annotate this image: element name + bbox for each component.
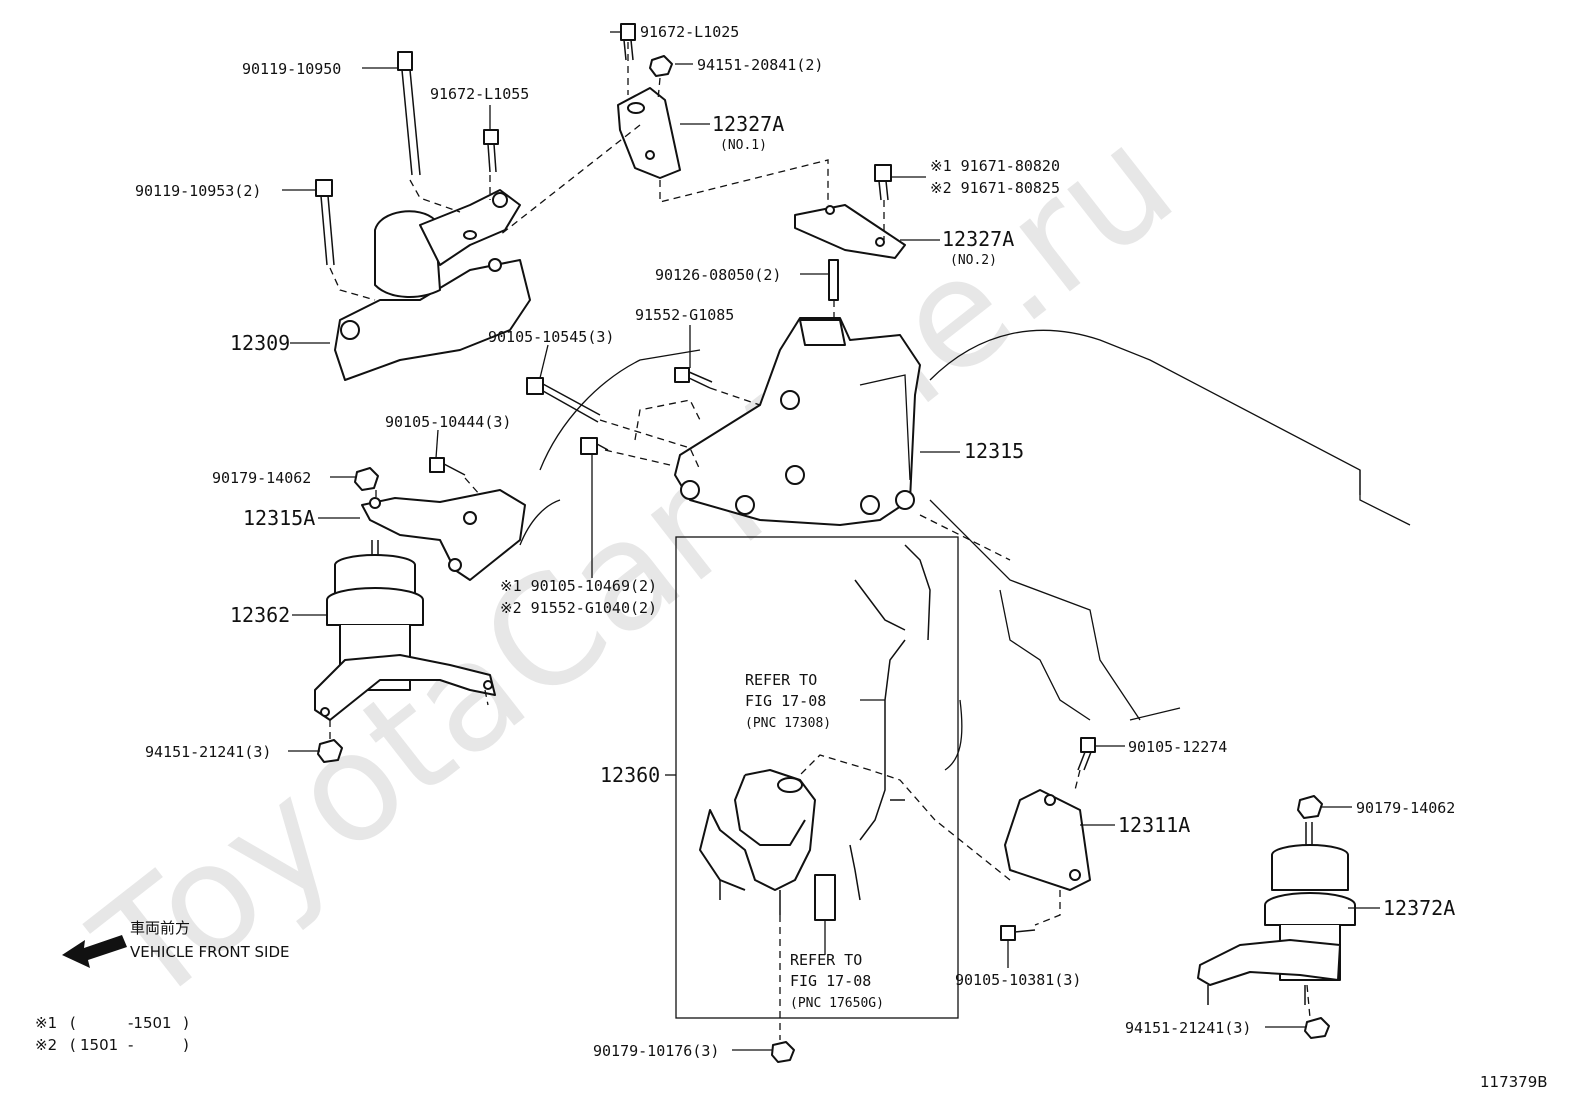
- label-91672-L1055: 91672-L1055: [430, 85, 529, 103]
- footnote-1-open: (: [70, 1014, 76, 1032]
- footnote-2-open: (: [70, 1036, 76, 1054]
- label-12311A: 12311A: [1118, 813, 1190, 837]
- footnote-2-close: ): [183, 1036, 189, 1054]
- bracket-12327A-no2: [794, 204, 906, 259]
- part-labels: 91672-L1025 94151-20841(2) 90119-10950 9…: [135, 23, 1455, 1060]
- footnotes: ※1 ( -1501 ) ※2 ( 1501 - ): [35, 1014, 189, 1054]
- mount-12309: [334, 189, 531, 381]
- label-ref1-line1: REFER TO: [745, 671, 817, 689]
- bolt-91552-G1085: [674, 367, 713, 389]
- nut-94151-20841: [649, 55, 673, 77]
- label-90105-10381: 90105-10381(3): [955, 971, 1081, 989]
- label-ref2-line1: REFER TO: [790, 951, 862, 969]
- label-94151-21241-right: 94151-21241(3): [1125, 1019, 1251, 1037]
- label-ref2-line3: (PNC 17650G): [790, 996, 884, 1011]
- assembly-12360-box: [675, 536, 959, 1019]
- vehicle-front-arrow-icon: [62, 935, 127, 968]
- label-91552-G1085: 91552-G1085: [635, 306, 734, 324]
- bolt-90105-10381: [1000, 925, 1036, 941]
- label-91671-80825: ※2 91671-80825: [930, 179, 1060, 197]
- footnote-2-from: 1501: [80, 1036, 118, 1054]
- label-12327A-no1: 12327A: [712, 112, 784, 136]
- label-12360: 12360: [600, 763, 660, 787]
- label-12327A-no2-sub: (NO.2): [950, 253, 997, 268]
- label-12315A: 12315A: [243, 506, 315, 530]
- label-ref2-line2: FIG 17-08: [790, 972, 871, 990]
- footnote-1-mark: ※1: [35, 1014, 57, 1032]
- label-90105-10545: 90105-10545(3): [488, 328, 614, 346]
- nut-90179-14062-left: [354, 467, 379, 491]
- vehicle-front-label-jp: 車両前方: [130, 919, 190, 937]
- label-90119-10950: 90119-10950: [242, 60, 341, 78]
- leader-lines: [282, 31, 1380, 1051]
- bracket-12311A: [1004, 789, 1091, 891]
- label-12372A: 12372A: [1383, 896, 1455, 920]
- label-91671-80820: ※1 91671-80820: [930, 157, 1060, 175]
- label-12362: 12362: [230, 603, 290, 627]
- nut-94151-21241-right: [1304, 1017, 1330, 1039]
- label-90119-10953: 90119-10953(2): [135, 182, 261, 200]
- label-90105-10469: ※1 90105-10469(2): [500, 577, 657, 595]
- label-94151-21241-left: 94151-21241(3): [145, 743, 271, 761]
- engine-outline: [519, 329, 1411, 771]
- nut-90179-10176: [771, 1041, 795, 1063]
- label-ref1-line3: (PNC 17308): [745, 716, 831, 731]
- footnote-2-to: -: [128, 1036, 133, 1054]
- footnote-1-to: -1501: [128, 1014, 172, 1032]
- label-12327A-no2: 12327A: [942, 227, 1014, 251]
- bracket-12327A-no1: [617, 87, 681, 179]
- label-12327A-no1-sub: (NO.1): [720, 138, 767, 153]
- stud-90126-08050: [828, 259, 839, 301]
- bolt-90105-10545: [526, 377, 601, 423]
- label-12309: 12309: [230, 331, 290, 355]
- label-94151-20841: 94151-20841(2): [697, 56, 823, 74]
- bolt-90105-10444: [429, 457, 466, 476]
- bolt-90105-12274: [1077, 737, 1096, 771]
- label-90179-10176: 90179-10176(3): [593, 1042, 719, 1060]
- label-ref1-line2: FIG 17-08: [745, 692, 826, 710]
- bolt-90105-10469: [580, 437, 609, 455]
- footnote-1-close: ): [183, 1014, 189, 1032]
- bolt-90119-10953: [315, 179, 335, 266]
- bolt-90119-10950: [397, 51, 421, 176]
- footnote-2-mark: ※2: [35, 1036, 57, 1054]
- label-90105-12274: 90105-12274: [1128, 738, 1227, 756]
- label-90179-14062-left: 90179-14062: [212, 469, 311, 487]
- label-12315: 12315: [964, 439, 1024, 463]
- bracket-12315: [674, 317, 921, 526]
- label-90126-08050: 90126-08050(2): [655, 266, 781, 284]
- nut-94151-21241-left: [317, 739, 343, 763]
- bolt-91671-80820: [874, 164, 892, 201]
- bolt-91672-L1055: [483, 129, 499, 173]
- bracket-12315A: [361, 489, 526, 581]
- label-90179-14062-right: 90179-14062: [1356, 799, 1455, 817]
- vehicle-front-label-en: VEHICLE FRONT SIDE: [130, 943, 290, 961]
- label-91672-L1025: 91672-L1025: [640, 23, 739, 41]
- watermark: ToyotaCarMine.ru: [64, 94, 1205, 1038]
- mount-12372A: [1197, 795, 1356, 1005]
- assembly-dashed-lines: [329, 42, 1311, 1040]
- figure-id: 117379B: [1480, 1073, 1548, 1091]
- mount-12362: [314, 540, 496, 721]
- label-90105-10444: 90105-10444(3): [385, 413, 511, 431]
- label-91552-G1040: ※2 91552-G1040(2): [500, 599, 657, 617]
